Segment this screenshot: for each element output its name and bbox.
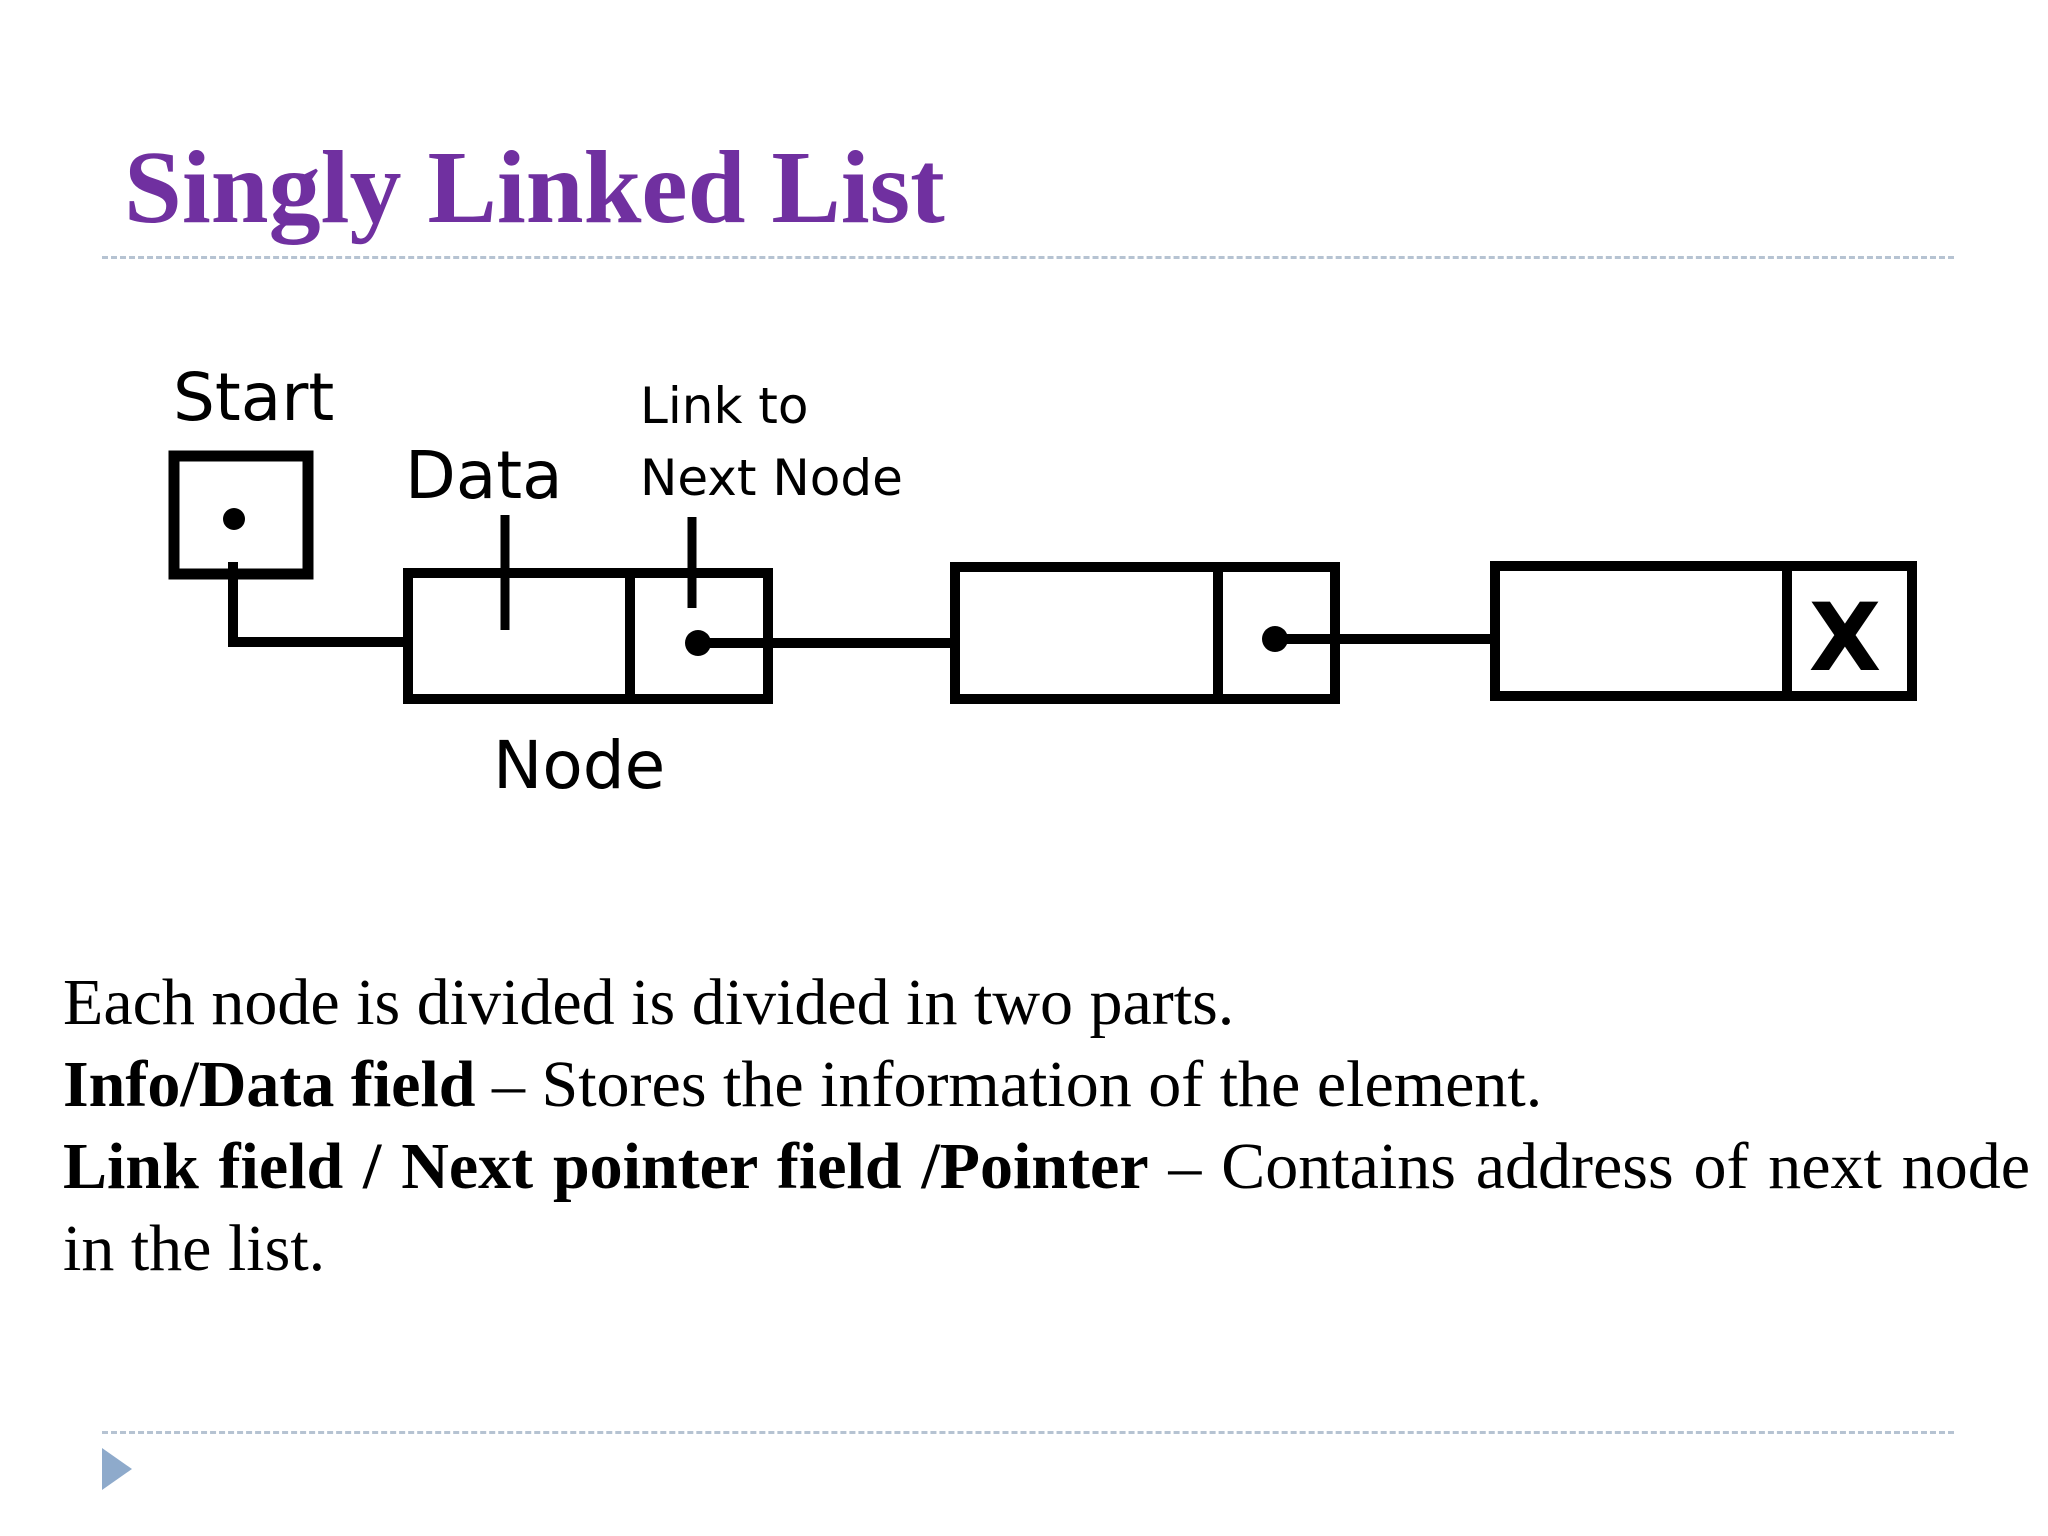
link-label-line1: Link to	[640, 377, 808, 435]
start-pointer-dot	[223, 508, 245, 530]
node-label: Node	[493, 727, 665, 804]
null-marker: X	[1809, 584, 1881, 693]
link-label-line2: Next Node	[640, 449, 903, 507]
link-field-desc: – Contains address of next node in the l…	[63, 1130, 2030, 1285]
start-link-line	[228, 562, 408, 647]
footer-divider	[102, 1431, 1954, 1434]
node-1-box	[403, 568, 773, 704]
node-3-box	[1490, 561, 1917, 701]
description-info-field: Info/Data field – Stores the information…	[63, 1044, 2030, 1126]
node-1-pointer-dot	[685, 630, 711, 656]
node-2-pointer-dot	[1262, 626, 1288, 652]
play-arrow-shape	[102, 1448, 132, 1490]
node-2-box	[950, 562, 1340, 704]
description-line-1: Each node is divided is divided in two p…	[63, 966, 1235, 1039]
info-field-desc: – Stores the information of the element.	[475, 1048, 1543, 1121]
description: Each node is divided is divided in two p…	[63, 962, 2030, 1290]
play-arrow-icon[interactable]	[100, 1446, 134, 1492]
data-label: Data	[405, 437, 563, 514]
start-pointer-box	[168, 450, 314, 580]
description-link-field: Link field / Next pointer field /Pointer…	[63, 1126, 2030, 1290]
link-field-term: Link field / Next pointer field /Pointer	[63, 1130, 1149, 1203]
start-label: Start	[173, 359, 334, 436]
title-divider	[102, 256, 1954, 259]
slide-title: Singly Linked List	[124, 130, 945, 245]
linked-list-diagram: Start Data Link to Next Node Node X	[168, 359, 1917, 804]
info-field-term: Info/Data field	[63, 1048, 476, 1121]
